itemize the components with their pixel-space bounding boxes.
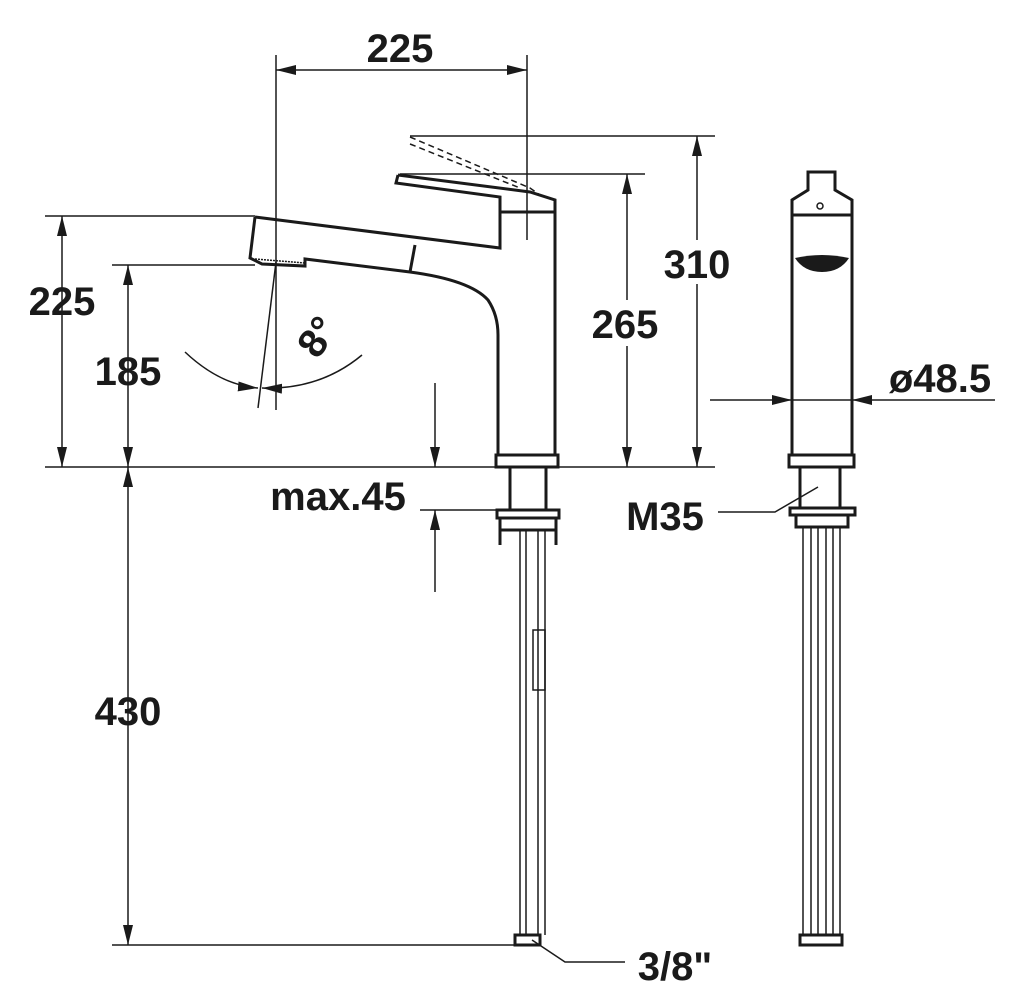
dimension-lever-height: 265 bbox=[592, 303, 659, 347]
dimension-spout-reach: 225 bbox=[367, 27, 434, 71]
dimension-body-diameter: ø48.5 bbox=[889, 357, 991, 401]
dimension-connection: 3/8" bbox=[638, 945, 713, 989]
dimension-swivel-angle: 8° bbox=[289, 309, 347, 366]
faucet-front-view bbox=[248, 136, 561, 947]
dimension-total-height: 310 bbox=[664, 243, 731, 287]
dimension-spout-height: 225 bbox=[29, 280, 96, 324]
dimension-thread: M35 bbox=[626, 495, 704, 539]
dimension-outlet-height: 185 bbox=[95, 350, 162, 394]
dimension-max-counter-thickness: max.45 bbox=[270, 475, 406, 519]
dimension-hose-length: 430 bbox=[95, 690, 162, 734]
faucet-side-view bbox=[787, 170, 857, 947]
